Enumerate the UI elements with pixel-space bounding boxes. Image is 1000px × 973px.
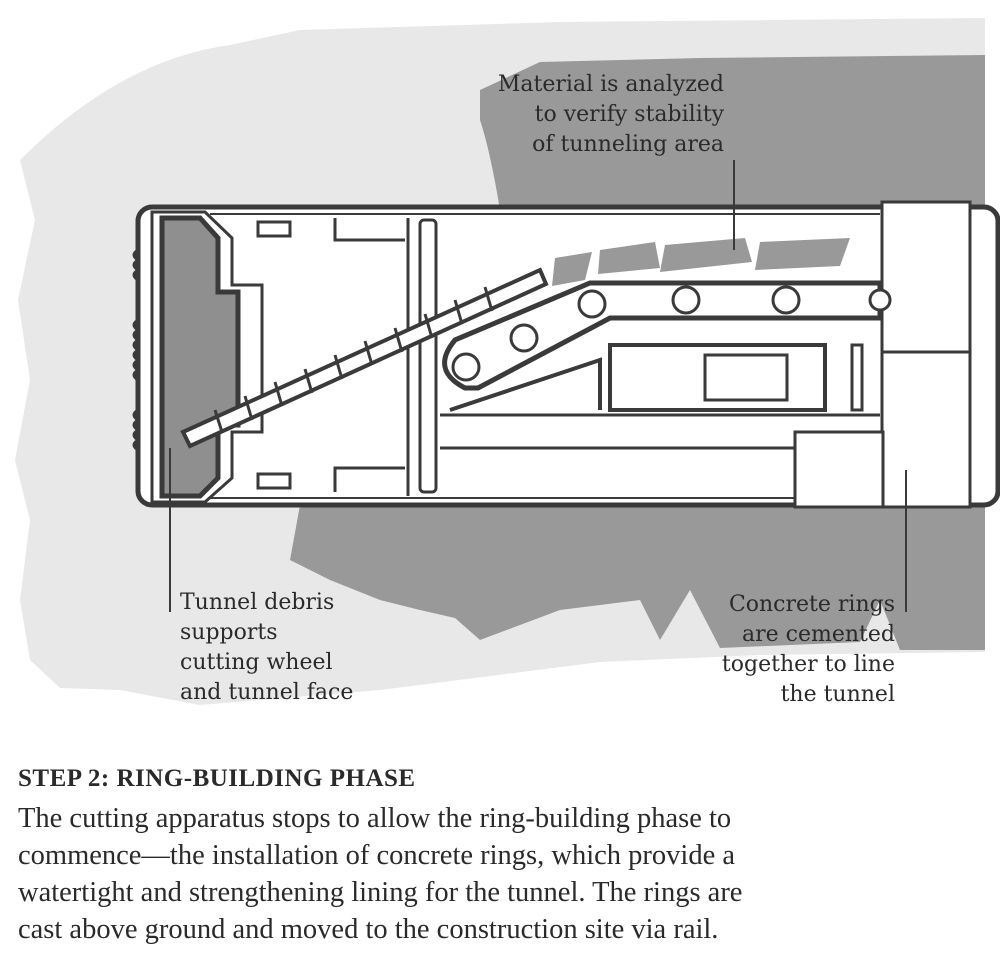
cutter-head-outline: [150, 210, 264, 504]
cabin-post: [850, 343, 864, 412]
tunnel-boring-machine-diagram: [15, 18, 1000, 705]
cabin-window: [703, 353, 789, 402]
description-line: The cutting apparatus stops to allow the…: [18, 803, 732, 834]
material-label-line: Material is analyzed: [497, 72, 724, 97]
rings-label-line: are cemented: [742, 622, 895, 647]
description-line: commence—the installation of concrete ri…: [18, 840, 736, 871]
rings-label-line: together to line: [721, 652, 895, 677]
description-line: watertight and strengthening lining for …: [18, 877, 743, 908]
screw-tube: [180, 267, 549, 449]
upper-ram: [333, 218, 405, 242]
belt-lower-run: [449, 357, 602, 412]
debris-label-line: supports: [180, 620, 278, 645]
ring-segment-upper: [880, 200, 972, 354]
screw-conveyor: [180, 267, 549, 449]
rings-label-line: the tunnel: [780, 682, 895, 707]
screw-flights: [213, 286, 494, 433]
tunnel-debris-label: Tunnel debris supports cutting wheel and…: [180, 588, 353, 708]
material-label-line: of tunneling area: [532, 132, 724, 157]
lower-bracket: [256, 472, 292, 490]
upper-bracket: [256, 220, 292, 238]
ring-segment-block: [793, 430, 885, 509]
dark-ground-lower: [290, 505, 985, 650]
concrete-rings-label: Concrete rings are cemented together to …: [722, 590, 895, 710]
debris-label-line: cutting wheel: [180, 650, 333, 675]
bulkhead: [418, 218, 438, 494]
ring-segment-lower: [880, 350, 972, 509]
excavated-material: [552, 238, 850, 286]
debris-label-line: and tunnel face: [180, 680, 354, 705]
step-description: The cutting apparatus stops to allow the…: [18, 800, 993, 948]
dark-ground-upper: [480, 55, 985, 210]
description-line: cast above ground and moved to the const…: [18, 914, 719, 945]
debris-label-line: Tunnel debris: [180, 590, 335, 615]
rings-label-line: Concrete rings: [728, 592, 895, 617]
lower-ram: [333, 466, 405, 492]
machine-body: [132, 200, 1000, 509]
conveyor-rollers: [451, 285, 892, 382]
belt-loop: [442, 280, 883, 391]
step-title: STEP 2: RING-BUILDING PHASE: [18, 765, 416, 792]
material-label-line: to verify stability: [534, 102, 724, 127]
cutter-teeth: [132, 248, 141, 452]
leader-lines: [169, 160, 907, 612]
material-analyzed-label: Material is analyzed to verify stability…: [498, 70, 724, 160]
belt-conveyor: [442, 280, 892, 412]
